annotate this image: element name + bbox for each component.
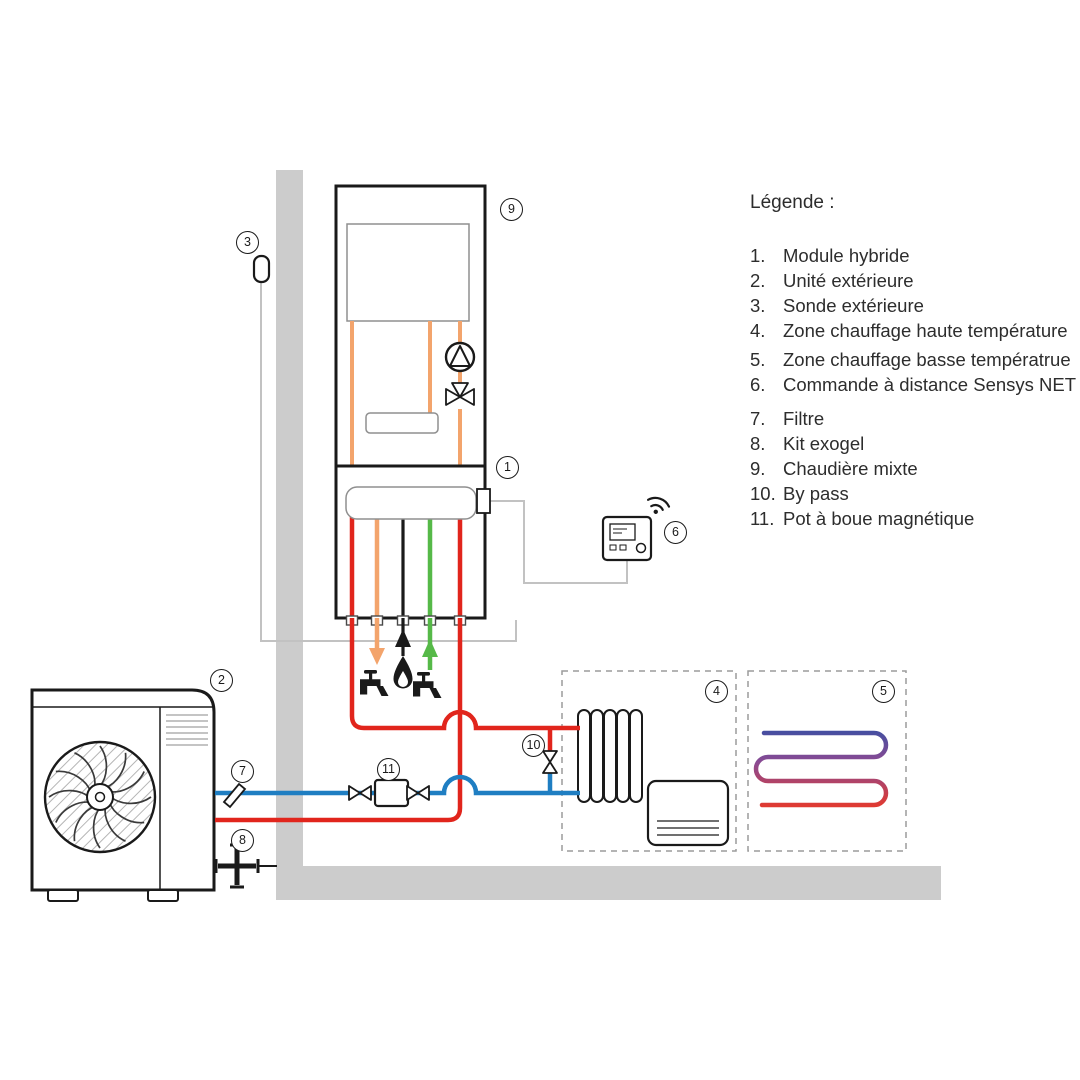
legend-item: 3. Sonde extérieure [750,293,1072,318]
outdoor-sensor [252,254,271,284]
legend-item: 2. Unité extérieure [750,268,1072,293]
thermostat-knob [635,542,647,554]
thermostat [601,496,671,562]
heat-exchanger-panel [346,223,470,322]
legend-item-label: Commande à distance Sensys NET [783,374,1077,395]
exogel-kit-icon [214,843,277,889]
legend-item-number: 8. [750,433,766,454]
tap-icon [360,670,389,696]
legend-item-label: Unité extérieure [783,270,914,291]
legend-item: 4. Zone chauffage haute température [750,318,1072,343]
marker-sonde: 3 [236,231,259,254]
legend-item: 9. Chaudière mixte [750,456,1072,481]
legend-item-number: 7. [750,408,766,429]
pipe-heating-return [215,774,580,796]
legend-item-label: Pot à boue magnétique [783,508,975,529]
thermostat-wire [489,500,628,584]
legend-item-number: 5. [750,349,766,370]
legend-item-number: 9. [750,458,766,479]
control-connector [476,488,491,514]
pump-icon [444,341,476,373]
building-structure [276,170,941,900]
legend-item: 11. Pot à boue magnétique [750,506,1072,531]
dhw-arrow-icon [369,648,385,665]
outdoor-sensor-wire [260,282,517,642]
outdoor-unit-foot [47,889,79,902]
pipe-heating-supply [349,618,580,731]
dhw-outlet [360,618,389,696]
legend-item-number: 11. [750,508,775,529]
cold-water-inlet [413,618,442,698]
marker-kit-exogel: 8 [231,829,254,852]
control-wires [260,282,628,642]
legend-item: 8. Kit exogel [750,431,1072,456]
radiator-icon [577,709,643,803]
tap-icon [413,672,442,698]
zone-high-temp [561,670,737,852]
burner-box [365,412,439,434]
legend-item-label: Sonde extérieure [783,295,924,316]
thermostat-screen [609,523,636,541]
zone-high-temp-box [561,670,737,852]
marker-commande: 6 [664,521,687,544]
pipes [215,618,580,823]
outdoor-unit-grille [166,714,208,746]
legend-item: 1. Module hybride [750,243,1072,268]
service-connections [360,618,442,698]
marker-zone-basse: 5 [872,680,895,703]
legend-item-label: Kit exogel [783,433,865,454]
marker-unite-exterieure: 2 [210,669,233,692]
console-heater-icon [646,779,730,847]
floor [276,866,941,900]
wall [276,170,303,900]
legend-item: 7. Filtre [750,406,1072,431]
hybrid-module [334,464,491,626]
cold-water-arrow-icon [422,639,438,657]
legend-item-label: Zone chauffage haute température [783,320,1068,341]
legend-item-number: 3. [750,295,766,316]
bypass-valve-icon [542,750,558,774]
legend-item-label: Module hybride [783,245,910,266]
legend-item: 10. By pass [750,481,1072,506]
outdoor-unit-foot [147,889,179,902]
legend: Légende : 1. Module hybride 2. Unité extér… [750,192,1076,531]
marker-pot-a-boue: 11 [377,758,400,781]
legend-item: 5. Zone chauffage basse températrue [750,347,1072,372]
marker-zone-haute: 4 [705,680,728,703]
boiler [334,184,487,489]
outdoor-unit [30,688,216,902]
legend-item-number: 6. [750,374,766,395]
marker-chaudiere: 9 [500,198,523,221]
legend-item-number: 10. [750,483,776,504]
floor-heating-coil [753,730,889,808]
three-way-valve-icon [445,382,475,406]
pipe-heatpump-flow [215,618,463,823]
legend-item-number: 2. [750,270,766,291]
legend-item-label: By pass [783,483,849,504]
legend-item-label: Zone chauffage basse températrue [783,349,1071,370]
fan-icon [43,740,157,854]
legend-title: Légende : [750,192,835,213]
filter-icon [222,782,247,809]
hydraulic-manifold [345,486,477,520]
gas-arrow-icon [395,629,411,647]
zone-low-temp-box [747,670,907,852]
legend-item-label: Filtre [783,408,825,429]
inline-components [214,750,558,889]
marker-bypass: 10 [522,734,545,757]
legend-item-number: 1. [750,245,766,266]
legend-item-label: Chaudière mixte [783,458,918,479]
zone-low-temp [747,670,907,852]
legend-item-number: 4. [750,320,766,341]
wifi-icon [646,496,671,515]
marker-filtre: 7 [231,760,254,783]
legend-item: 6. Commande à distance Sensys NET [750,372,1076,397]
magnetic-dirt-separator-icon [348,778,430,808]
marker-module-hybride: 1 [496,456,519,479]
gas-inlet [393,618,413,689]
module-internal-pipes [349,505,463,618]
